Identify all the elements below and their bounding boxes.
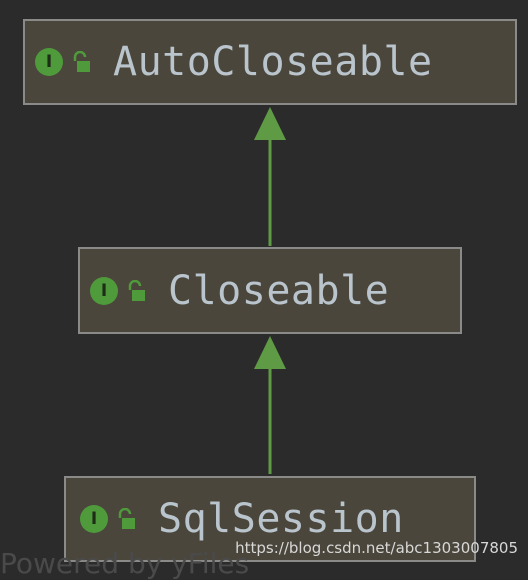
faded-watermark-text: Powered by yFiles [0,547,250,580]
node-label: Closeable [168,267,390,314]
node-label: AutoCloseable [113,39,433,85]
unlocked-padlock-icon [116,508,136,530]
node-autocloseable[interactable]: I AutoCloseable [23,19,517,105]
arrowhead-closeable [254,336,286,369]
node-sqlsession[interactable]: I SqlSession [64,476,476,562]
node-closeable[interactable]: I Closeable [78,247,462,334]
node-label: SqlSession [158,496,404,542]
interface-icon: I [80,505,108,533]
unlocked-padlock-icon [71,51,91,73]
source-url-watermark: https://blog.csdn.net/abc1303007805 [235,539,518,557]
interface-icon: I [35,48,63,76]
unlocked-padlock-icon [126,279,146,302]
interface-icon: I [90,276,118,305]
arrowhead-autocloseable [254,107,286,140]
